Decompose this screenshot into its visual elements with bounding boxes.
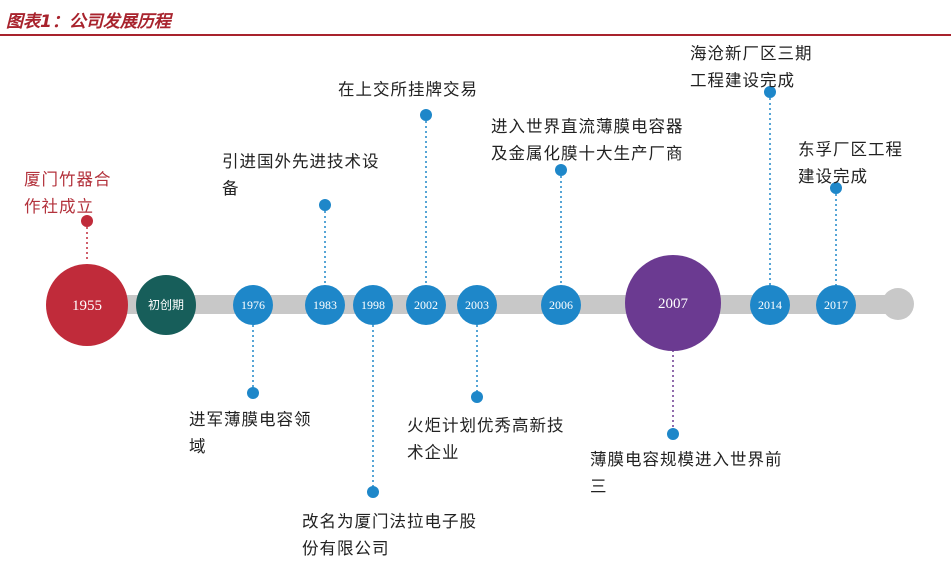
dot-2017 — [830, 182, 842, 194]
node-label-1998: 1998 — [361, 298, 385, 312]
node-circle-2017 — [816, 285, 856, 325]
event-2007-text: 薄膜电容规模进入世界前 三 — [590, 446, 783, 500]
event-1976-text: 进军薄膜电容领 域 — [189, 406, 312, 460]
figure-title: 图表1：公司发展历程 — [6, 12, 171, 32]
event-2006-text: 进入世界直流薄膜电容器 及金属化膜十大生产厂商 — [491, 113, 684, 167]
event-1998-line1: 改名为厦门法拉电子股 — [302, 512, 477, 531]
event-1998-text: 改名为厦门法拉电子股 份有限公司 — [302, 508, 477, 562]
node-label-2007: 2007 — [658, 296, 689, 312]
node-circle-2003 — [457, 285, 497, 325]
node-circle-2014 — [750, 285, 790, 325]
node-2003: 2003 — [457, 285, 497, 325]
event-2002-line1: 在上交所挂牌交易 — [338, 80, 478, 99]
node-2017: 2017 — [816, 285, 856, 325]
node-label-1955: 1955 — [72, 298, 102, 314]
event-2017-line1: 东孚厂区工程 — [798, 140, 903, 159]
dot-1976 — [247, 387, 259, 399]
event-2006-line2: 及金属化膜十大生产厂商 — [491, 144, 684, 163]
event-2017-line2: 建设完成 — [798, 167, 868, 186]
event-2003-line1: 火炬计划优秀高新技 — [407, 416, 565, 435]
node-1983: 1983 — [305, 285, 345, 325]
event-2014-text: 海沧新厂区三期 工程建设完成 — [690, 40, 813, 94]
event-1983-line2: 备 — [222, 179, 240, 198]
event-2003-text: 火炬计划优秀高新技 术企业 — [407, 412, 565, 466]
dot-2003 — [471, 391, 483, 403]
event-1983-text: 引进国外先进技术设 备 — [222, 148, 380, 202]
node-circle-startup — [136, 275, 196, 335]
event-2017-text: 东孚厂区工程 建设完成 — [798, 136, 903, 190]
node-circle-1983 — [305, 285, 345, 325]
node-circle-2006 — [541, 285, 581, 325]
timeline-end-cap — [882, 288, 914, 320]
node-1998: 1998 — [353, 285, 393, 325]
node-label-startup: 初创期 — [148, 298, 184, 312]
node-label-2017: 2017 — [824, 298, 848, 312]
node-circle-1955 — [46, 264, 128, 346]
event-2007-line1: 薄膜电容规模进入世界前 — [590, 450, 783, 469]
dot-2006 — [555, 164, 567, 176]
node-circle-1998 — [353, 285, 393, 325]
node-startup: 初创期 — [136, 275, 196, 335]
event-1955-line1: 厦门竹器合 — [24, 170, 112, 189]
event-2014-line1: 海沧新厂区三期 — [690, 44, 813, 63]
event-2006-line1: 进入世界直流薄膜电容器 — [491, 117, 684, 136]
node-label-2006: 2006 — [549, 298, 573, 312]
event-1976-line2: 域 — [189, 437, 207, 456]
dot-1998 — [367, 486, 379, 498]
node-1955: 1955 — [46, 264, 128, 346]
event-1998-line2: 份有限公司 — [302, 539, 390, 558]
node-2007: 2007 — [625, 255, 721, 351]
dot-2007 — [667, 428, 679, 440]
node-label-2002: 2002 — [414, 298, 438, 312]
event-2014-line2: 工程建设完成 — [690, 71, 795, 90]
event-1983-line1: 引进国外先进技术设 — [222, 152, 380, 171]
event-1976-line1: 进军薄膜电容领 — [189, 410, 312, 429]
dot-1983 — [319, 199, 331, 211]
event-2002-text: 在上交所挂牌交易 — [338, 76, 478, 103]
node-label-2003: 2003 — [465, 298, 489, 312]
event-1955-line2: 作社成立 — [24, 197, 94, 216]
node-2014: 2014 — [750, 285, 790, 325]
figure-header: 图表1：公司发展历程 — [0, 0, 951, 36]
event-1955-text: 厦门竹器合 作社成立 — [24, 166, 112, 220]
node-circle-1976 — [233, 285, 273, 325]
node-label-1976: 1976 — [241, 298, 265, 312]
event-2003-line2: 术企业 — [407, 443, 460, 462]
node-2006: 2006 — [541, 285, 581, 325]
dot-1955 — [81, 215, 93, 227]
node-2002: 2002 — [406, 285, 446, 325]
node-label-2014: 2014 — [758, 298, 782, 312]
node-circle-2002 — [406, 285, 446, 325]
node-circle-2007 — [625, 255, 721, 351]
node-label-1983: 1983 — [313, 298, 337, 312]
node-1976: 1976 — [233, 285, 273, 325]
dot-2002 — [420, 109, 432, 121]
event-2007-line2: 三 — [590, 477, 608, 496]
dot-2014 — [764, 86, 776, 98]
